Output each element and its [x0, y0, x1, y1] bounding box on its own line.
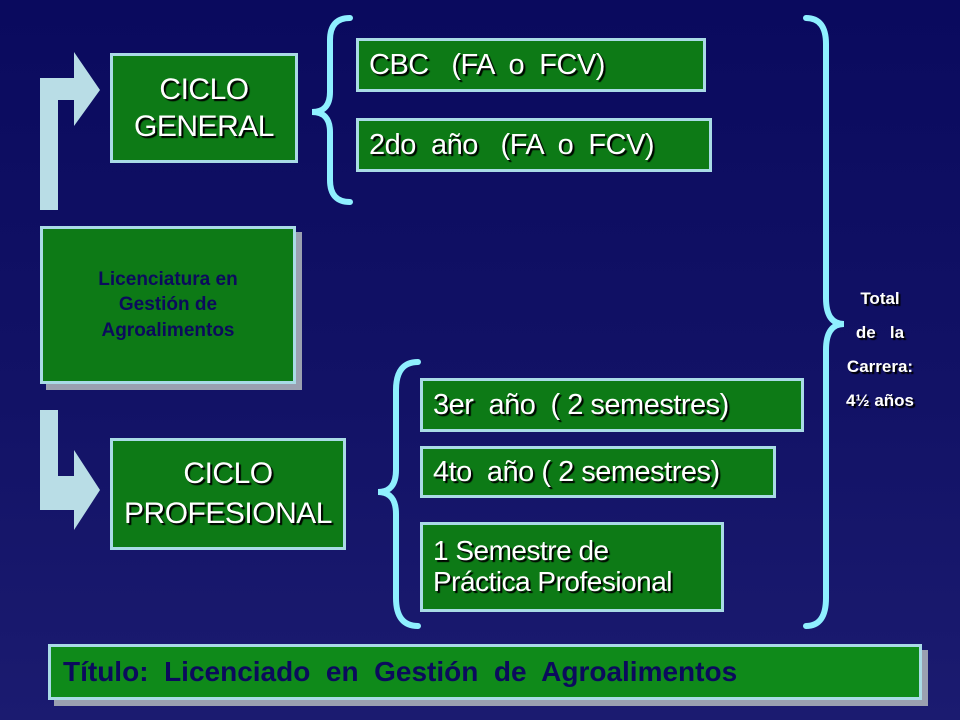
total-line2: de la: [855, 323, 905, 342]
total-line4: 4½ años: [845, 391, 915, 410]
right-brace-icon: [803, 15, 845, 629]
profesional-item-label: 3er año ( 2 semestres): [433, 388, 729, 421]
general-item-label: CBC (FA o FCV): [369, 48, 605, 81]
left-brace-icon: [311, 15, 353, 205]
licenciatura-line2: Gestión de: [118, 294, 218, 316]
total-line1: Total: [860, 289, 900, 308]
profesional-item-4to: 4to año ( 2 semestres): [420, 446, 776, 498]
ciclo-profesional-line2: PROFESIONAL: [124, 497, 332, 530]
licenciatura-box: Licenciatura en Gestión de Agroalimentos: [40, 226, 296, 384]
licenciatura-line3: Agroalimentos: [101, 319, 235, 341]
profesional-item-practica: 1 Semestre de Práctica Profesional: [420, 522, 724, 612]
total-line3: Carrera:: [846, 357, 914, 376]
ciclo-general-box: CICLO GENERAL: [110, 53, 298, 163]
titulo-text: Título: Licenciado en Gestión de Agroali…: [63, 656, 738, 688]
total-label: Total de la Carrera: 4½ años: [820, 282, 940, 418]
titulo-box: Título: Licenciado en Gestión de Agroali…: [48, 644, 922, 700]
licenciatura-line1: Licenciatura en: [98, 268, 238, 290]
profesional-item-label: 4to año ( 2 semestres): [433, 455, 720, 488]
ciclo-general-line1: CICLO: [159, 72, 249, 106]
general-item-cbc: CBC (FA o FCV): [356, 38, 706, 92]
practica-line2: Práctica Profesional: [433, 566, 673, 598]
arrow-up-right-icon: [40, 52, 100, 210]
left-brace-icon: [377, 359, 421, 629]
profesional-item-3er: 3er año ( 2 semestres): [420, 378, 804, 432]
ciclo-profesional-box: CICLO PROFESIONAL: [110, 438, 346, 550]
practica-line1: 1 Semestre de: [433, 535, 609, 566]
ciclo-general-line2: GENERAL: [134, 110, 274, 143]
general-item-label: 2do año (FA o FCV): [369, 128, 655, 161]
ciclo-profesional-line1: CICLO: [183, 456, 273, 490]
general-item-2do: 2do año (FA o FCV): [356, 118, 712, 172]
arrow-down-right-icon: [40, 410, 100, 530]
